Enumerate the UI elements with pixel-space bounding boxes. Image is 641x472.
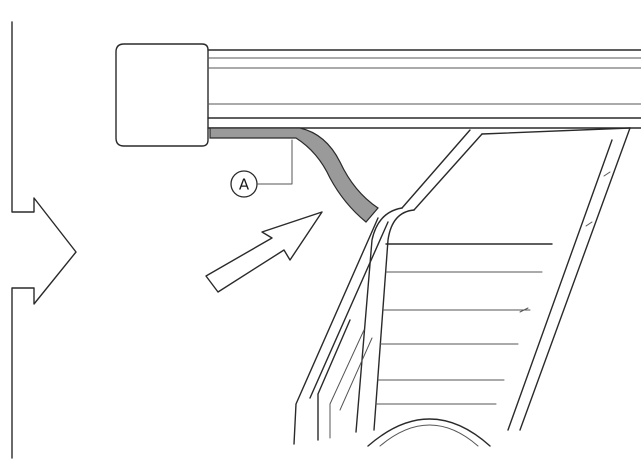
sheet-strip — [209, 127, 379, 223]
callout-a-circle — [230, 170, 258, 198]
guide-assembly — [293, 127, 631, 447]
flow-arrow-icon — [205, 211, 323, 293]
insert-direction-arrow-icon — [11, 21, 77, 459]
callout-a-label: A — [239, 176, 250, 194]
callout-a: A — [230, 139, 293, 198]
